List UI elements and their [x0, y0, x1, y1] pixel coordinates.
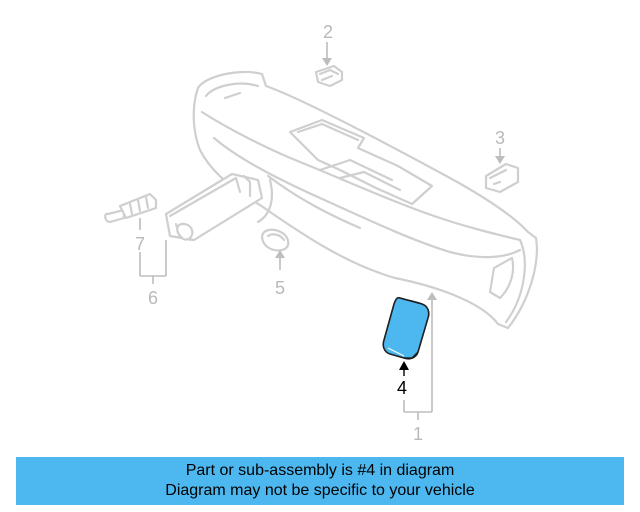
callout-3: 3	[495, 128, 505, 148]
callout-4: 4	[397, 378, 407, 398]
callout-7: 7	[135, 234, 145, 254]
trim-panel	[192, 70, 538, 330]
leader-lines	[139, 42, 505, 420]
cap-part-5	[260, 228, 290, 252]
banner-line-disclaimer: Diagram may not be specific to your vehi…	[165, 482, 475, 499]
info-banner: Part or sub-assembly is #4 in diagram Di…	[16, 457, 624, 505]
clip-part-2	[314, 64, 344, 88]
bulb-part-7	[104, 192, 158, 224]
callout-1: 1	[413, 424, 423, 444]
banner-line-part: Part or sub-assembly is #4 in diagram	[185, 462, 455, 479]
bracket-part-3	[484, 162, 520, 194]
lamp-housing-part-6	[164, 172, 264, 242]
lens-part-4	[382, 296, 430, 360]
callout-6: 6	[148, 288, 158, 308]
callout-5: 5	[275, 278, 285, 298]
callout-2: 2	[323, 22, 333, 42]
